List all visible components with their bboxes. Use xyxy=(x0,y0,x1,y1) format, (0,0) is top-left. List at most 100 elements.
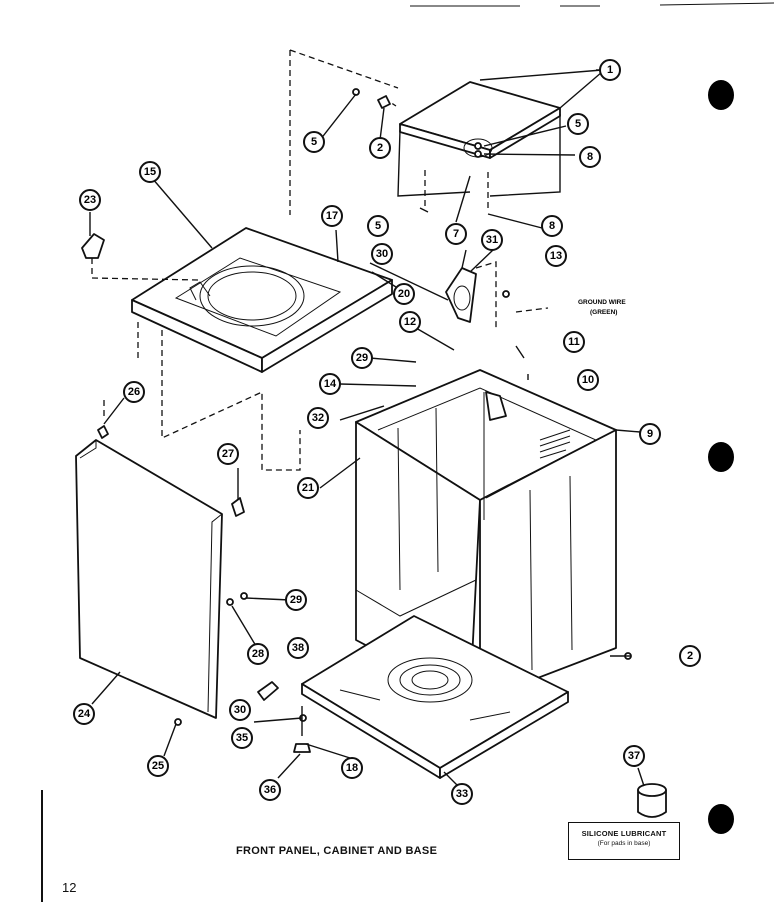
callout-9: 9 xyxy=(639,423,661,445)
screw-28-shape xyxy=(226,598,234,606)
svg-text:18: 18 xyxy=(346,762,358,774)
callout-27: 27 xyxy=(217,443,239,465)
svg-text:29: 29 xyxy=(290,594,302,606)
svg-text:31: 31 xyxy=(486,234,498,246)
binder-hole-top xyxy=(708,80,734,110)
callout-26: 26 xyxy=(123,381,145,403)
svg-text:30: 30 xyxy=(376,248,388,260)
svg-text:36: 36 xyxy=(264,784,276,796)
svg-text:28: 28 xyxy=(252,648,264,660)
svg-text:14: 14 xyxy=(324,378,337,390)
callout-5c: 5 xyxy=(367,215,389,237)
ground-wire-label: GROUND WIRE xyxy=(578,299,626,306)
svg-text:12: 12 xyxy=(404,316,416,328)
svg-text:25: 25 xyxy=(152,760,164,772)
svg-text:23: 23 xyxy=(84,194,96,206)
svg-text:17: 17 xyxy=(326,210,338,222)
svg-text:2: 2 xyxy=(377,142,383,154)
callout-14: 14 xyxy=(319,373,341,395)
lubricant-can xyxy=(637,783,667,818)
svg-text:29: 29 xyxy=(356,352,368,364)
callout-36: 36 xyxy=(259,779,281,801)
callout-13: 13 xyxy=(545,245,567,267)
svg-text:21: 21 xyxy=(302,482,314,494)
binder-hole-bottom xyxy=(708,804,734,834)
callout-12: 12 xyxy=(399,311,421,333)
svg-text:37: 37 xyxy=(628,750,640,762)
svg-text:8: 8 xyxy=(549,220,555,232)
callout-5b: 5 xyxy=(567,113,589,135)
lid-dash-lines xyxy=(424,170,489,210)
callout-33: 33 xyxy=(451,783,473,805)
lubricant-title: SILICONE LUBRICANT xyxy=(581,829,667,838)
svg-text:33: 33 xyxy=(456,788,468,800)
clip-27-shape xyxy=(231,497,245,517)
lubricant-note-box: SILICONE LUBRICANT (For pads in base) xyxy=(568,822,680,860)
top-dashed-guides xyxy=(289,49,399,215)
base-frame xyxy=(301,615,569,779)
callout-28: 28 xyxy=(247,643,269,665)
callout-2a: 2 xyxy=(369,137,391,159)
leader-15 xyxy=(151,177,213,249)
svg-text:13: 13 xyxy=(550,250,562,262)
cabinet-frame xyxy=(355,369,617,701)
screw-13-shape xyxy=(502,290,510,298)
callout-15: 15 xyxy=(139,161,161,183)
bracket-leaders xyxy=(369,249,494,301)
lid-leader-lines xyxy=(397,69,603,197)
ground-wire-sublabel: (GREEN) xyxy=(590,309,617,316)
callout-29a: 29 xyxy=(351,347,373,369)
svg-text:7: 7 xyxy=(453,228,459,240)
svg-text:38: 38 xyxy=(292,642,304,654)
svg-text:32: 32 xyxy=(312,412,324,424)
svg-text:9: 9 xyxy=(647,428,653,440)
front-panel xyxy=(75,439,223,719)
bracket-31-hole xyxy=(453,285,471,311)
svg-text:20: 20 xyxy=(398,288,410,300)
callout-32: 32 xyxy=(307,407,329,429)
bracket-31-shape xyxy=(445,267,477,323)
svg-text:35: 35 xyxy=(236,732,248,744)
diagram-caption: FRONT PANEL, CABINET AND BASE xyxy=(236,845,438,857)
callout-17: 17 xyxy=(321,205,343,227)
hinge-23-shape xyxy=(81,233,105,259)
callout-8a: 8 xyxy=(579,146,601,168)
callout-10: 10 xyxy=(577,369,599,391)
svg-text:2: 2 xyxy=(687,650,693,662)
svg-text:1: 1 xyxy=(607,64,613,76)
svg-text:5: 5 xyxy=(375,220,381,232)
callout-21: 21 xyxy=(297,477,319,499)
svg-text:15: 15 xyxy=(144,166,156,178)
top-cover xyxy=(131,227,393,373)
svg-text:24: 24 xyxy=(78,708,91,720)
callout-5a: 5 xyxy=(303,131,325,153)
leader-9 xyxy=(615,429,641,433)
callout-30a: 30 xyxy=(371,243,393,265)
svg-text:30: 30 xyxy=(234,704,246,716)
svg-text:8: 8 xyxy=(587,151,593,163)
clip-2-shape xyxy=(377,95,391,109)
callout-29b: 29 xyxy=(285,589,307,611)
clip-26-shape xyxy=(97,425,109,439)
svg-text:26: 26 xyxy=(128,386,140,398)
callout-18: 18 xyxy=(341,757,363,779)
screw-29-shape xyxy=(240,592,248,600)
pad-30-shape xyxy=(257,681,279,701)
callout-37: 37 xyxy=(623,745,645,767)
page-number: 12 xyxy=(62,880,77,895)
bracket-dash xyxy=(475,261,549,330)
callout-38: 38 xyxy=(287,637,309,659)
callout-25: 25 xyxy=(147,755,169,777)
screw-25-shape xyxy=(174,718,182,726)
callouts: 1 5 2 5 8 5 7 8 15 23 17 31 30 13 20 12 … xyxy=(73,59,701,805)
svg-text:5: 5 xyxy=(311,136,317,148)
scan-edge-line xyxy=(410,2,774,7)
callout-2b: 2 xyxy=(679,645,701,667)
callout-31: 31 xyxy=(481,229,503,251)
lid-top xyxy=(399,81,561,159)
callout-30b: 30 xyxy=(229,699,251,721)
binder-hole-middle xyxy=(708,442,734,472)
callout-7: 7 xyxy=(445,223,467,245)
svg-text:11: 11 xyxy=(568,336,580,348)
callout-23: 23 xyxy=(79,189,101,211)
